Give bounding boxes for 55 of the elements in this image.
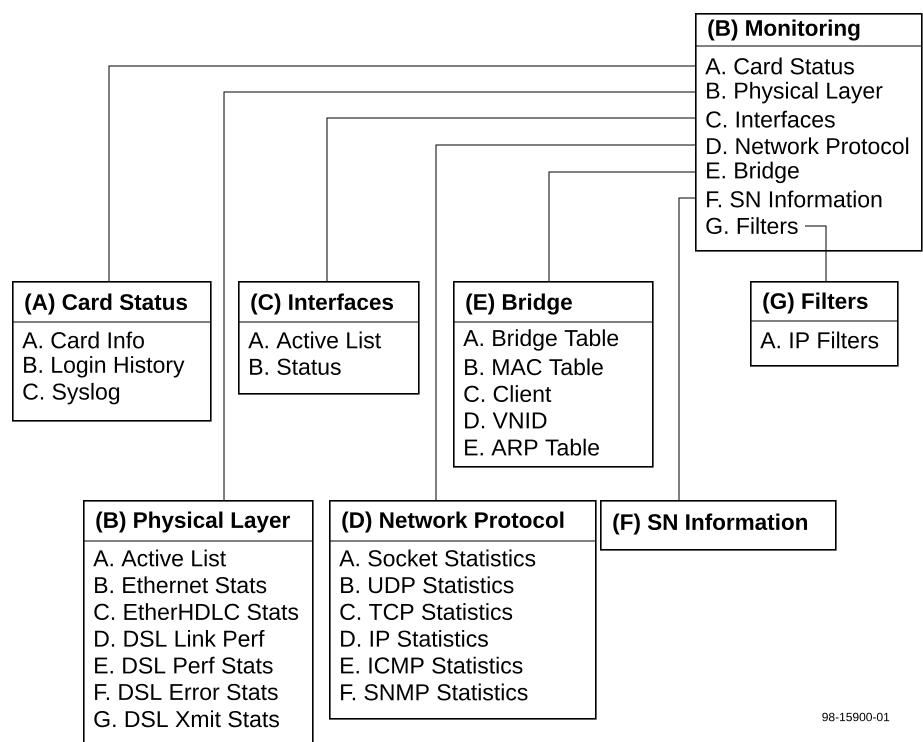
menu-item: B. Physical Layer — [707, 82, 882, 104]
menu-item: A. Card Status — [705, 58, 854, 74]
menu-item: A. IP Filters — [760, 332, 878, 348]
menu-box — [750, 281, 899, 367]
menu-heading: (D) Network Protocol — [342, 512, 564, 532]
connector-line — [326, 118, 696, 282]
connector-line — [548, 172, 696, 282]
menu-item: A. Bridge Table — [463, 329, 618, 351]
menu-item: F. SNMP Statistics — [341, 684, 528, 700]
menu-box — [12, 281, 212, 422]
menu-box — [452, 281, 654, 468]
menu-heading: (E) Bridge — [466, 293, 572, 315]
menu-item: B. UDP Statistics — [341, 576, 514, 594]
menu-item: B. Status — [250, 358, 341, 375]
menu-item: C. Syslog — [23, 382, 120, 404]
menu-box — [694, 13, 923, 252]
menu-box — [600, 500, 837, 551]
menu-box — [238, 281, 420, 395]
menu-item: F. DSL Error Stats — [95, 684, 278, 700]
menu-item: E. Bridge — [707, 162, 799, 184]
menu-item: A. Active List — [93, 550, 226, 566]
menu-item: G. Filters — [706, 217, 798, 234]
menu-heading: (B) Physical Layer — [96, 512, 290, 532]
connector-line — [678, 198, 696, 500]
menu-heading: (F) SN Information — [613, 514, 808, 534]
menu-item: A. Socket Statistics — [339, 550, 536, 566]
menu-item: E. ICMP Statistics — [341, 656, 522, 674]
menu-item: A. Active List — [248, 332, 381, 348]
menu-box — [328, 500, 597, 720]
menu-heading: (A) Card Status — [25, 294, 188, 314]
figure-number: 98-15900-01 — [822, 712, 890, 722]
connector-line — [108, 66, 696, 282]
menu-item: A. Card Info — [22, 332, 144, 348]
menu-item: D. DSL Link Perf — [95, 630, 264, 647]
connector-line — [804, 226, 826, 282]
menu-item: D. VNID — [465, 412, 546, 428]
menu-item: B. Ethernet Stats — [95, 576, 266, 594]
menu-item: B. Login History — [24, 356, 184, 378]
menu-item: E. ARP Table — [465, 438, 599, 456]
menu-heading: (B) Monitoring — [708, 19, 860, 41]
connector-line — [224, 92, 696, 500]
menu-item: B. MAC Table — [465, 358, 603, 376]
connector-line — [436, 144, 696, 500]
menu-item: F. SN Information — [707, 190, 882, 208]
menu-item: C. Interfaces — [706, 110, 835, 128]
menu-item: C. Client — [464, 385, 552, 402]
menu-heading: (C) Interfaces — [251, 294, 394, 314]
menu-item: E. DSL Perf Stats — [95, 656, 273, 674]
menu-item: D. IP Statistics — [341, 630, 488, 647]
menu-item: C. TCP Statistics — [340, 603, 512, 620]
menu-heading: (G) Filters — [763, 292, 868, 314]
menu-item: D. Network Protocol — [707, 137, 908, 154]
menu-box — [82, 500, 314, 742]
menu-item: G. DSL Xmit Stats — [94, 710, 279, 728]
menu-item: C. EtherHDLC Stats — [94, 603, 298, 620]
